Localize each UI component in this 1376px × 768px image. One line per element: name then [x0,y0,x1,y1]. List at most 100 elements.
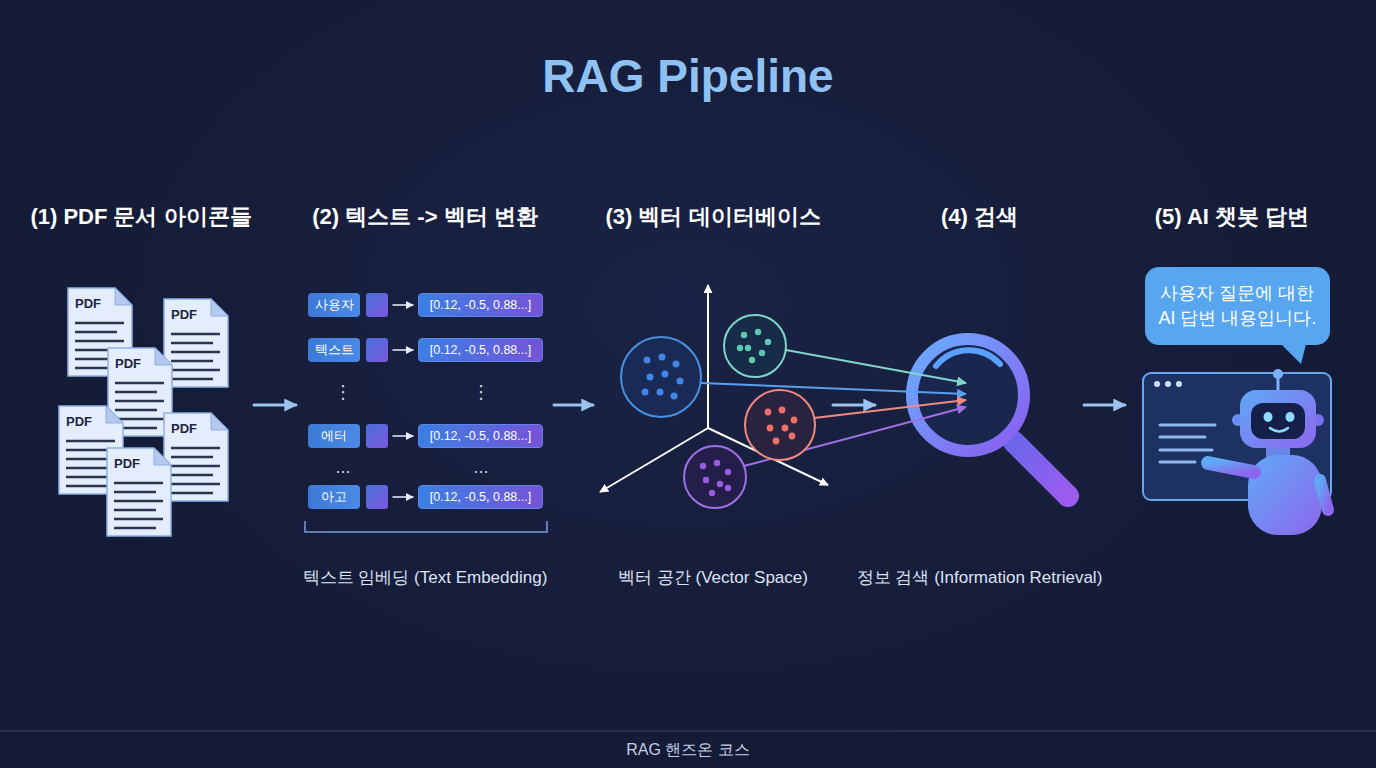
vector-cluster-part [700,460,731,496]
document-line [115,409,157,412]
retrieval-lines-part [701,383,966,394]
flow-arrow [554,404,593,407]
pdf-label: PDF [171,308,197,322]
document-line [75,340,124,343]
document-line [114,527,156,530]
ellipsis-mark: ... [473,457,488,477]
token-square [366,485,388,509]
vector-cluster-part [642,354,684,400]
vector-cluster-part-part [755,329,761,335]
vector-cluster-part-part [749,357,755,363]
document-line [171,456,213,459]
document-line [75,322,124,325]
flow-arrow [254,404,296,407]
retrieval-lines-part [786,350,966,383]
pdf-document: PDF [67,287,133,377]
vector-cluster-part-part [789,433,796,440]
vector-cluster-part [684,446,746,508]
document-line [171,378,213,381]
document-line [114,482,163,485]
vector-cluster-part-part [677,378,684,385]
vector-cluster-part-part [673,361,680,368]
document-sheet [107,448,171,536]
ellipsis-mark: ⋮ [472,382,490,402]
vector-chip: [0.12, -0.5, 0.88...] [418,338,543,362]
magnifier-icon-part [936,350,1000,366]
document-line [115,427,157,430]
pdf-document: PDF [106,447,172,537]
stage-caption: 벡터 공간 (Vector Space) [505,567,921,589]
stage-heading: (3) 벡터 데이터베이스 [535,203,891,231]
pdf-label: PDF [171,422,197,436]
vector-cluster-part [765,407,798,445]
chat-window-part [1176,381,1182,387]
vector-text: [0.12, -0.5, 0.88...] [419,294,542,316]
document-outline [106,447,172,537]
stage-heading: (4) 검색 [817,203,1142,231]
vector-cluster-part-part [714,460,720,466]
answer-text: 사용자 질문에 대한 AI 답변 내용입니다. [1155,281,1320,331]
document-line [171,465,220,468]
robot-icon-part [1251,403,1305,439]
document-line [171,369,220,372]
vector-cluster-part-part [725,485,731,491]
document-line [75,349,117,352]
token-chip: 텍스트 [308,338,388,362]
token-square [366,293,388,317]
stage-heading: (5) AI 챗봇 답변 [1067,203,1376,231]
stage-heading: (1) PDF 문서 아이콘들 [0,203,312,231]
document-line [66,458,115,461]
document-line [66,485,108,488]
magnifier-icon [912,339,1068,496]
document-outline [58,405,124,495]
token-chip: 에터 [308,424,388,448]
vector-cluster-part-part [765,339,771,345]
flow-arrow [393,349,413,351]
document-outline [163,298,229,388]
pdf-document: PDF [163,412,229,502]
flow-arrow [1084,404,1125,407]
document-sheet [164,413,228,501]
document-fold [154,448,171,465]
document-line [115,418,164,421]
chat-window-part-part [1160,449,1212,452]
vector-cluster-part-part [741,332,747,338]
vector-cluster [745,390,815,460]
document-sheet [164,299,228,387]
stage-group: (1) PDF 문서 아이콘들PDFPDFPDFPDFPDFPDF [30,195,252,605]
document-line [114,509,156,512]
flow-arrow [833,404,875,407]
document-line [171,360,213,363]
vector-cluster-part-part [737,345,743,351]
pdf-label: PDF [115,357,141,371]
document-line [75,331,117,334]
vector-cluster [684,446,746,508]
document-line [115,400,164,403]
document-line [171,447,220,450]
document-line [66,476,115,479]
document-fold [115,288,132,305]
vector-cluster-part-part [765,409,772,416]
document-fold [155,348,172,365]
vector-cluster-part [745,390,815,460]
vector-chip: [0.12, -0.5, 0.88...] [418,485,543,509]
robot-icon-part [1320,480,1328,510]
stage-group: (5) AI 챗봇 답변사용자 질문에 대한 AI 답변 내용입니다. [1127,195,1337,605]
document-line [171,474,213,477]
vector-cluster-part-part [644,357,651,364]
token-square [366,338,388,362]
token-chip: 아고 [308,485,388,509]
vector-cluster-part-part [659,354,666,361]
ellipsis-mark: ... [335,457,350,477]
vector-cluster-part-part [703,477,709,483]
document-line [66,449,108,452]
vector-cluster-part-part [700,463,706,469]
document-line [66,467,108,470]
document-line [75,358,124,361]
vector-cluster-part-part [773,438,780,445]
stage-group: (4) 검색정보 검색 (Information Retrieval) [877,195,1082,605]
document-line [114,518,163,521]
document-outline [163,412,229,502]
document-sheet [59,406,123,494]
